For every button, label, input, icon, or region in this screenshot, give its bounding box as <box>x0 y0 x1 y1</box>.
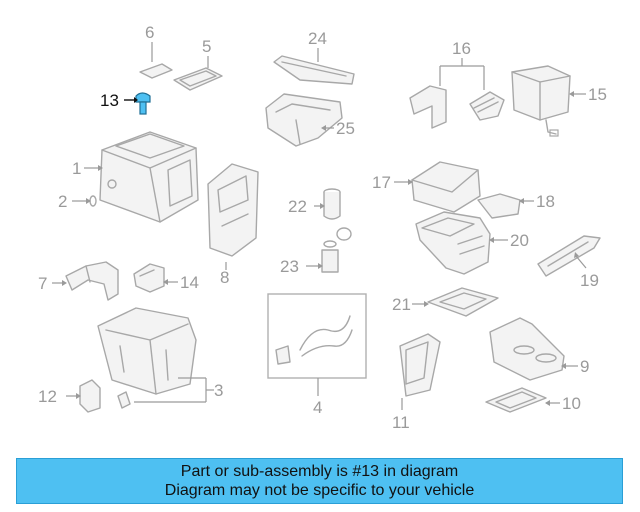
part-13[interactable]: 13 <box>100 91 151 115</box>
callout-2: 2 <box>58 192 67 211</box>
part-9[interactable]: 9 <box>489 317 589 381</box>
callout-3: 3 <box>214 381 223 400</box>
info-banner: Part or sub-assembly is #13 in diagram D… <box>16 458 623 504</box>
part-25[interactable]: 25 <box>265 93 355 147</box>
callout-17: 17 <box>372 173 391 192</box>
callout-15: 15 <box>588 85 607 104</box>
banner-line-1: Part or sub-assembly is #13 in diagram <box>180 463 459 480</box>
part-24[interactable]: 24 <box>273 29 355 85</box>
parts-diagram: 6 5 13 1 2 8 <box>38 23 607 432</box>
part-14[interactable]: 14 <box>133 263 199 293</box>
part-16[interactable]: 16 <box>409 39 505 129</box>
part-20[interactable]: 20 <box>415 211 529 275</box>
part-5[interactable]: 5 <box>173 37 223 91</box>
callout-23: 23 <box>280 257 299 276</box>
part-11[interactable]: 11 <box>392 333 441 432</box>
part-23[interactable]: 23 <box>280 227 352 276</box>
callout-1: 1 <box>72 159 81 178</box>
callout-11: 11 <box>392 413 410 432</box>
part-2[interactable]: 2 <box>58 192 97 211</box>
part-4[interactable]: 4 <box>267 293 367 417</box>
part-12[interactable]: 12 <box>38 379 101 413</box>
part-15[interactable]: 15 <box>511 65 607 137</box>
callout-7: 7 <box>38 274 47 293</box>
callout-19: 19 <box>580 271 599 290</box>
part-1[interactable]: 1 <box>72 131 199 223</box>
callout-13: 13 <box>100 91 119 110</box>
callout-25: 25 <box>336 119 355 138</box>
callout-24: 24 <box>308 29 327 48</box>
callout-20: 20 <box>510 231 529 250</box>
part-21[interactable]: 21 <box>392 287 499 317</box>
callout-16: 16 <box>452 39 471 58</box>
callout-9: 9 <box>580 357 589 376</box>
part-22[interactable]: 22 <box>288 188 341 220</box>
part-8[interactable]: 8 <box>207 163 259 287</box>
callout-5: 5 <box>202 37 211 56</box>
callout-21: 21 <box>392 295 411 314</box>
callout-6: 6 <box>145 23 154 42</box>
callout-10: 10 <box>562 394 581 413</box>
part-17[interactable]: 17 <box>372 161 481 213</box>
callout-22: 22 <box>288 197 307 216</box>
callout-14: 14 <box>180 273 199 292</box>
part-7[interactable]: 7 <box>38 261 119 301</box>
part-6[interactable]: 6 <box>139 23 173 79</box>
callout-4: 4 <box>313 398 322 417</box>
callout-18: 18 <box>536 192 555 211</box>
part-3[interactable]: 3 <box>97 307 223 409</box>
callout-8: 8 <box>220 268 229 287</box>
part-19[interactable]: 19 <box>537 235 601 290</box>
banner-line-2: Diagram may not be specific to your vehi… <box>164 482 475 499</box>
callout-12: 12 <box>38 387 57 406</box>
part-18[interactable]: 18 <box>477 192 555 219</box>
part-10[interactable]: 10 <box>485 387 581 413</box>
